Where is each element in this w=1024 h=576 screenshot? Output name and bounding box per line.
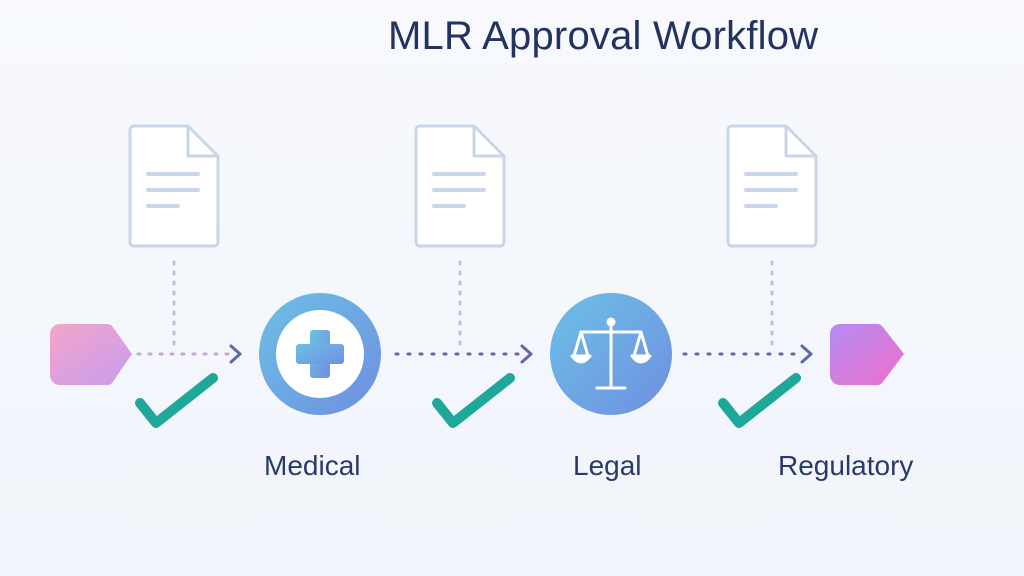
medical-node bbox=[259, 293, 381, 415]
checkmark-icon-2 bbox=[432, 373, 515, 428]
stage-label-regulatory: Regulatory bbox=[778, 450, 914, 481]
document-icon-1 bbox=[128, 124, 220, 248]
flow-arrow-3 bbox=[682, 344, 813, 364]
stage-label-legal: Legal bbox=[573, 450, 642, 481]
diagram-title: MLR Approval Workflow bbox=[388, 14, 819, 58]
scales-of-justice-icon bbox=[570, 317, 652, 390]
checkmark-icon-1 bbox=[135, 373, 218, 428]
flow-arrow-1 bbox=[136, 344, 242, 364]
start-tag-icon bbox=[50, 324, 132, 385]
medical-cross-icon bbox=[296, 330, 344, 378]
legal-node bbox=[550, 293, 672, 415]
flow-arrow-2 bbox=[394, 344, 533, 364]
end-tag-icon bbox=[830, 324, 904, 385]
document-icon-2 bbox=[414, 124, 506, 248]
stage-label-medical: Medical bbox=[264, 450, 361, 481]
checkmark-icon-3 bbox=[718, 373, 801, 428]
document-icon-3 bbox=[726, 124, 818, 248]
